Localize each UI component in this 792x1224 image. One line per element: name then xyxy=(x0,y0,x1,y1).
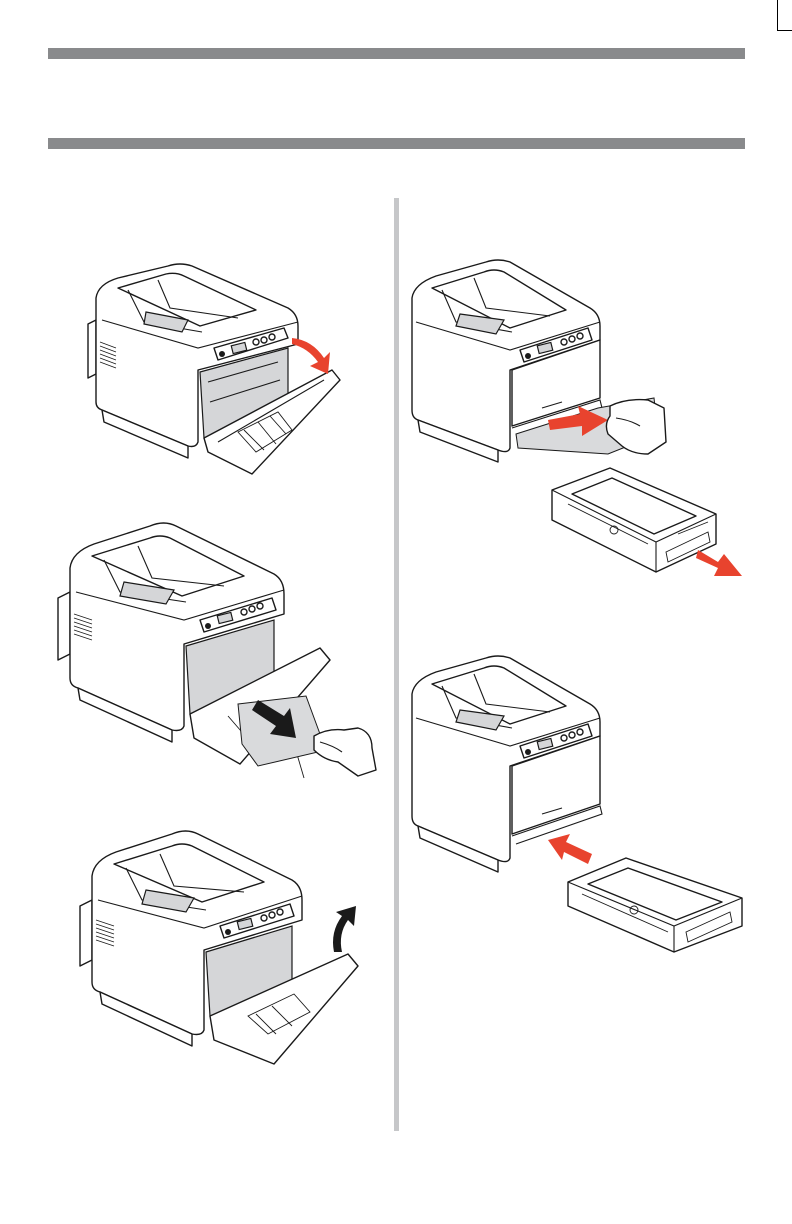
remove-tray-arrow-icon xyxy=(696,550,742,576)
close-arrow-icon xyxy=(333,906,356,952)
header-rule-top xyxy=(48,48,745,59)
crop-mark xyxy=(777,0,778,31)
open-arrow-icon xyxy=(292,338,330,374)
insert-arrow-icon xyxy=(548,834,592,864)
crop-mark xyxy=(777,30,792,31)
header-rule-bottom xyxy=(48,138,745,149)
column-divider xyxy=(394,198,399,1131)
printer-pull-paper-from-tray-slot xyxy=(412,258,667,468)
printer-close-front-cover xyxy=(80,820,360,1070)
printer-remove-jammed-paper xyxy=(58,516,378,778)
paper-tray-removed xyxy=(548,464,744,580)
printer-front-cover-open xyxy=(88,262,358,474)
printer-insert-paper-tray xyxy=(412,654,748,954)
